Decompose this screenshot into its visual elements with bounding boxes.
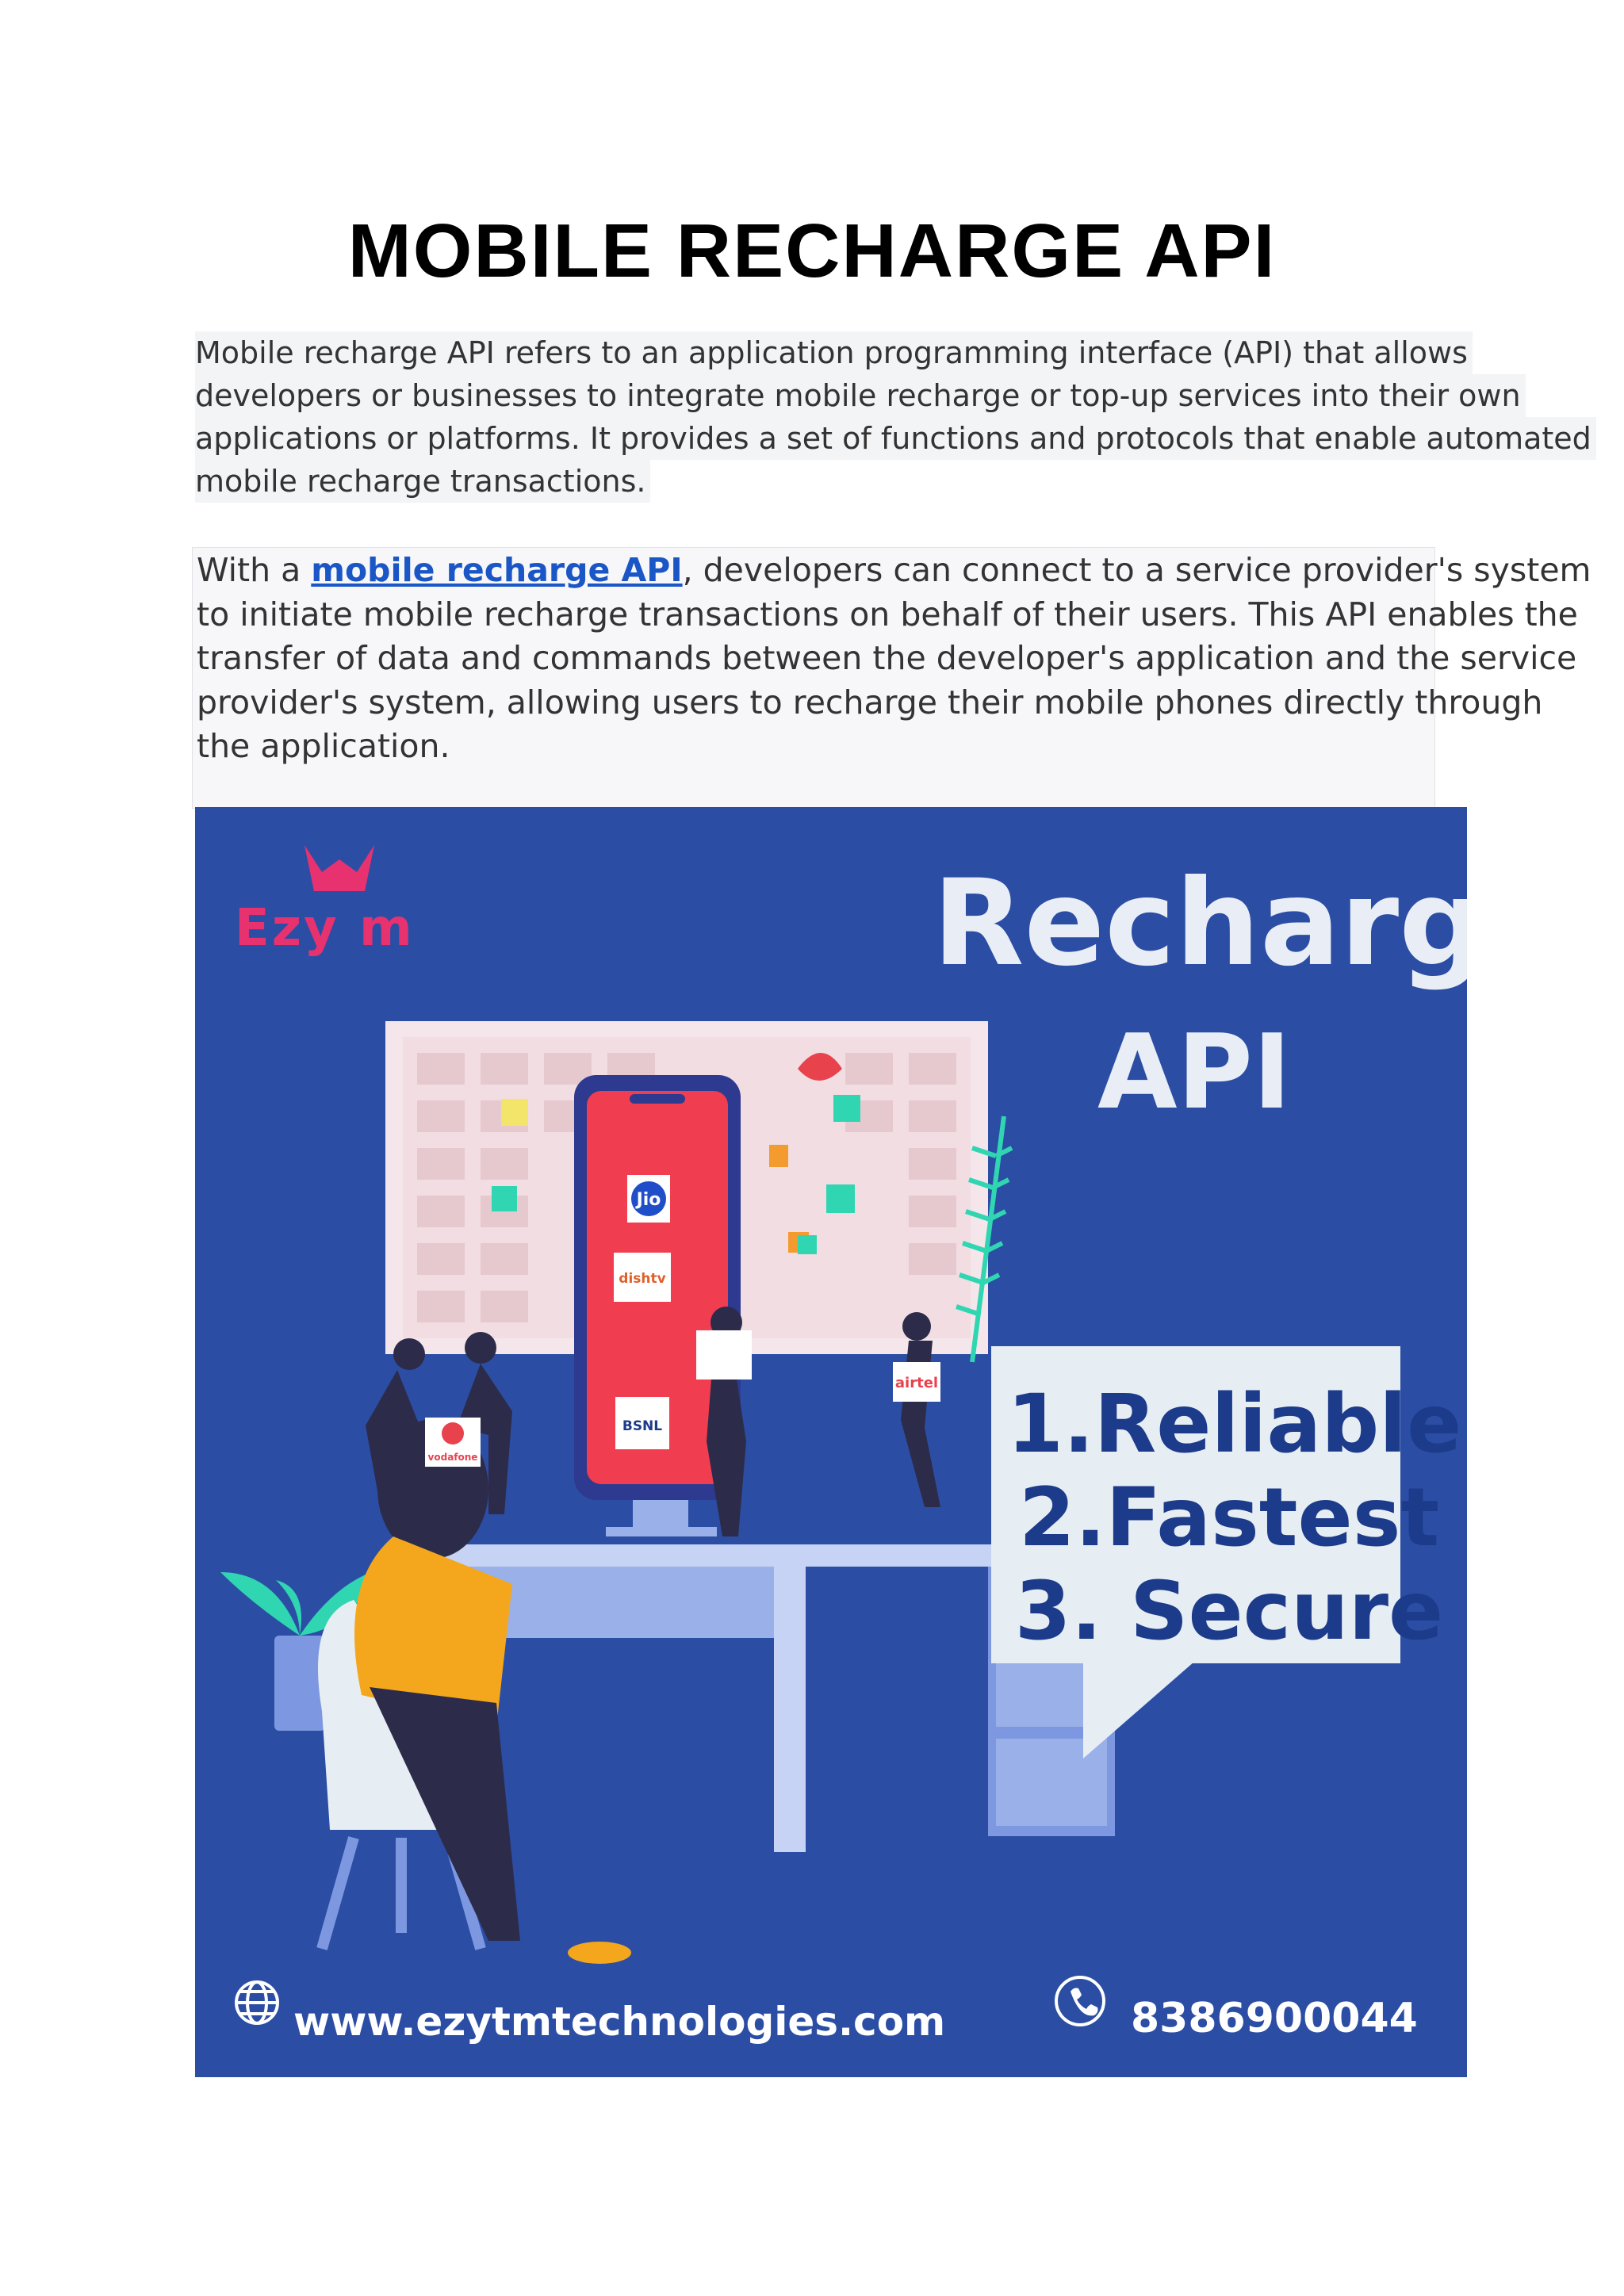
quote-box [192, 547, 1435, 809]
feature-item: 3. Secure [1014, 1564, 1444, 1659]
detail-line: the application. [197, 727, 450, 765]
person-at-desk [316, 1419, 631, 1964]
detail-line: provider's system, allowing users to rec… [197, 683, 1543, 721]
detail-line: With a mobile recharge API, developers c… [197, 549, 1591, 593]
dishtv-logo: dishtv [619, 1271, 665, 1287]
website-url[interactable]: www.ezytmtechnologies.com [293, 1999, 946, 2045]
team-illustration: vodafone airtel [366, 1307, 940, 1536]
phone-number[interactable]: 8386900044 [1131, 1995, 1418, 2042]
feature-item: 2.Fastest [1018, 1471, 1440, 1565]
mobile-recharge-api-link[interactable]: mobile recharge API [311, 551, 683, 589]
feature-item: 1.Reliable [1007, 1377, 1462, 1471]
bsnl-logo: BSNL [622, 1418, 662, 1434]
banner-subheading: API [1097, 1012, 1292, 1132]
page-title: MOBILE RECHARGE API [347, 209, 1277, 293]
phone-illustration: Jio dishtv BSNL [574, 1075, 741, 1500]
detail-line1-suffix: , developers can connect to a service pr… [682, 551, 1591, 589]
vodafone-logo: vodafone [428, 1452, 478, 1463]
leaf-decoration [956, 1115, 1013, 1363]
jio-logo: Jio [635, 1190, 661, 1210]
features-list: 1.Reliable 2.Fastest 3. Secure [1007, 1377, 1462, 1659]
detail-line: to initiate mobile recharge transactions… [197, 595, 1578, 633]
airtel-logo: airtel [895, 1375, 938, 1391]
globe-icon [235, 1980, 279, 2025]
banner-illustration: Jio dishtv BSNL [220, 845, 1400, 2026]
intro-line: developers or businesses to integrate mo… [195, 374, 1526, 417]
phone-icon [1055, 1976, 1105, 2026]
intro-line: Mobile recharge API refers to an applica… [195, 331, 1473, 374]
detail-paragraph: With a mobile recharge API, developers c… [197, 549, 1591, 769]
crown-icon [304, 845, 374, 891]
features-bubble [991, 1346, 1400, 1758]
banner-heading: Recharge [933, 855, 1467, 993]
brand-logo: Ezy m [235, 899, 415, 958]
intro-line: mobile recharge transactions. [195, 460, 651, 503]
plant-illustration [220, 1572, 371, 1731]
intro-paragraph: Mobile recharge API refers to an applica… [195, 331, 1596, 503]
recharge-api-banner: Jio dishtv BSNL [195, 807, 1467, 2077]
detail-line: transfer of data and commands between th… [197, 639, 1577, 677]
detail-prefix: With a [197, 551, 312, 589]
intro-line: applications or platforms. It provides a… [195, 417, 1596, 460]
